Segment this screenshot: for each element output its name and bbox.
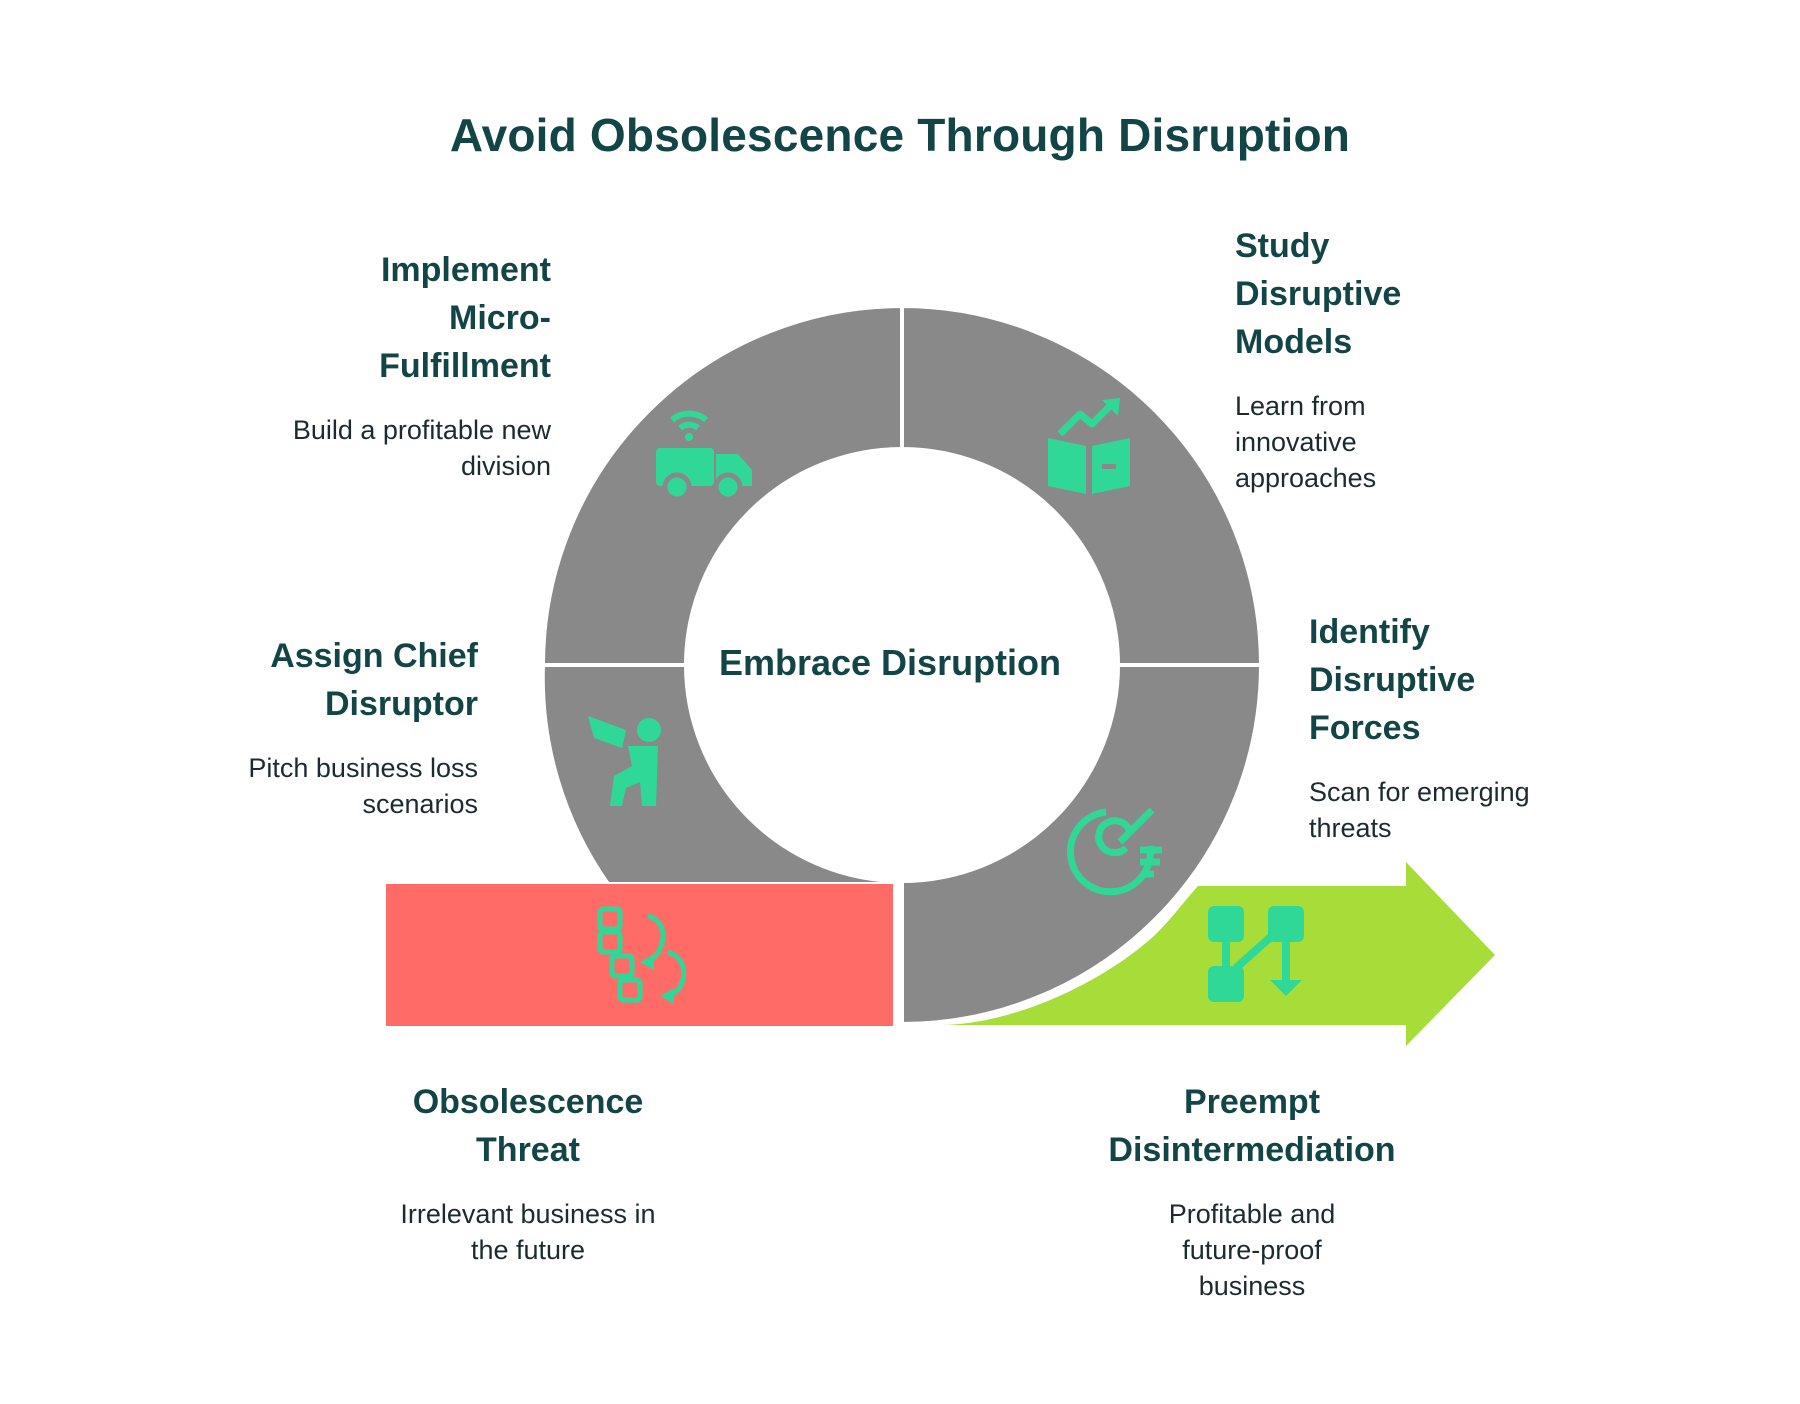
step-title: Identify Disruptive Forces [1309, 613, 1476, 747]
radar-scan-icon [1066, 807, 1162, 896]
step-description: Learn from innovative approaches [1235, 391, 1377, 493]
diagram-title: Avoid Obsolescence Through Disruption [449, 109, 1351, 161]
delivery-truck-icon [656, 410, 752, 502]
step-title: Preempt Disintermediation [1108, 1083, 1396, 1169]
step-study-models: Study Disruptive Models Learn from innov… [1235, 222, 1575, 496]
step-description: Irrelevant business in the future [400, 1199, 656, 1265]
step-title: Implement Micro- Fulfillment [379, 251, 551, 385]
step-description: Profitable and future-proof business [1168, 1199, 1336, 1301]
megaphone-person-icon [588, 716, 661, 806]
step-title: Obsolescence Threat [412, 1083, 644, 1169]
step-micro-fulfillment: Implement Micro- Fulfillment Build a pro… [211, 246, 551, 484]
workflow-loop-icon [597, 906, 687, 1004]
obsolescence-bar [386, 884, 895, 1026]
step-description: Build a profitable new division [292, 415, 551, 481]
ring-segment-chief-disruptor [540, 663, 904, 886]
future-proof-arrow [940, 862, 1495, 1046]
step-title: Assign Chief Disruptor [270, 637, 478, 723]
step-chief-disruptor: Assign Chief Disruptor Pitch business lo… [158, 632, 478, 822]
center-label: Embrace Disruption [718, 642, 1062, 683]
step-identify-forces: Identify Disruptive Forces Scan for emer… [1309, 608, 1639, 846]
step-description: Pitch business loss scenarios [248, 753, 478, 819]
flow-nodes-icon [1208, 906, 1304, 1002]
step-obsolescence-threat: Obsolescence Threat Irrelevant business … [370, 1078, 686, 1268]
step-preempt-disintermediation: Preempt Disintermediation Profitable and… [1072, 1078, 1432, 1304]
ring-segment-identify-forces [900, 663, 1264, 1027]
growth-book-icon [1048, 398, 1130, 494]
step-description: Scan for emerging threats [1309, 777, 1530, 843]
step-title: Study Disruptive Models [1235, 227, 1402, 361]
